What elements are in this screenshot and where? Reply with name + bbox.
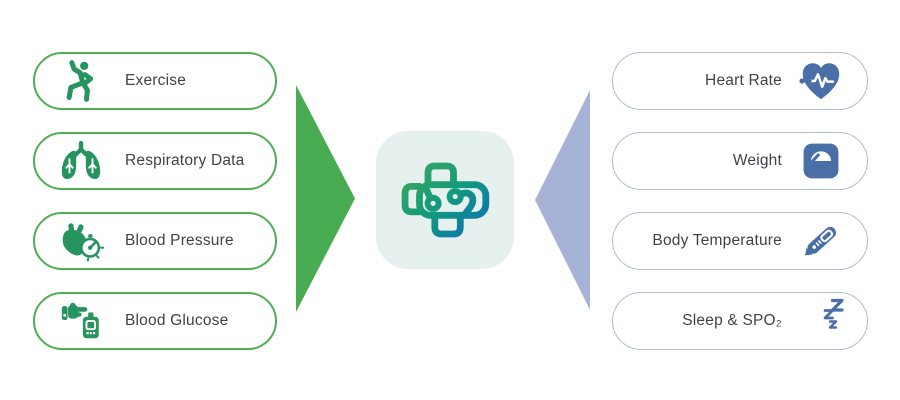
pill-sleep-spo2: Sleep & SPO₂: [612, 292, 868, 350]
pill-label-sleep-spo2: Sleep & SPO₂: [682, 312, 782, 329]
pill-heart-rate: Heart Rate: [612, 52, 868, 110]
weight-scale-icon: [797, 137, 845, 185]
left-source-list: Exercise Respiratory Data: [33, 52, 277, 350]
pill-label-blood-pressure: Blood Pressure: [125, 232, 234, 249]
thermometer-icon: [797, 217, 845, 265]
blood-glucose-icon: [57, 297, 105, 345]
blood-pressure-icon: [57, 217, 105, 265]
pill-label-exercise: Exercise: [125, 72, 187, 89]
exercise-icon: [57, 57, 105, 105]
pill-weight: Weight: [612, 132, 868, 190]
pill-respiratory-data: Respiratory Data: [33, 132, 277, 190]
pill-blood-glucose: Blood Glucose: [33, 292, 277, 350]
right-source-list: Heart Rate Weight Body Te: [612, 52, 868, 350]
pill-label-blood-glucose: Blood Glucose: [125, 312, 229, 329]
heart-rate-icon: [797, 57, 845, 105]
pill-label-heart-rate: Heart Rate: [705, 72, 782, 89]
health-platform-logo-tile: [376, 131, 514, 269]
medical-cross-circuit-logo: [401, 162, 490, 238]
lungs-icon: [57, 137, 105, 185]
flow-arrow-left-to-center: [296, 85, 355, 312]
pill-blood-pressure: Blood Pressure: [33, 212, 277, 270]
pill-label-body-temperature: Body Temperature: [652, 232, 782, 249]
sleep-spo2-icon: [797, 297, 845, 345]
pill-body-temperature: Body Temperature: [612, 212, 868, 270]
pill-label-weight: Weight: [732, 152, 782, 169]
pill-label-respiratory: Respiratory Data: [125, 152, 245, 169]
flow-arrow-right-to-center: [535, 90, 590, 310]
pill-exercise: Exercise: [33, 52, 277, 110]
